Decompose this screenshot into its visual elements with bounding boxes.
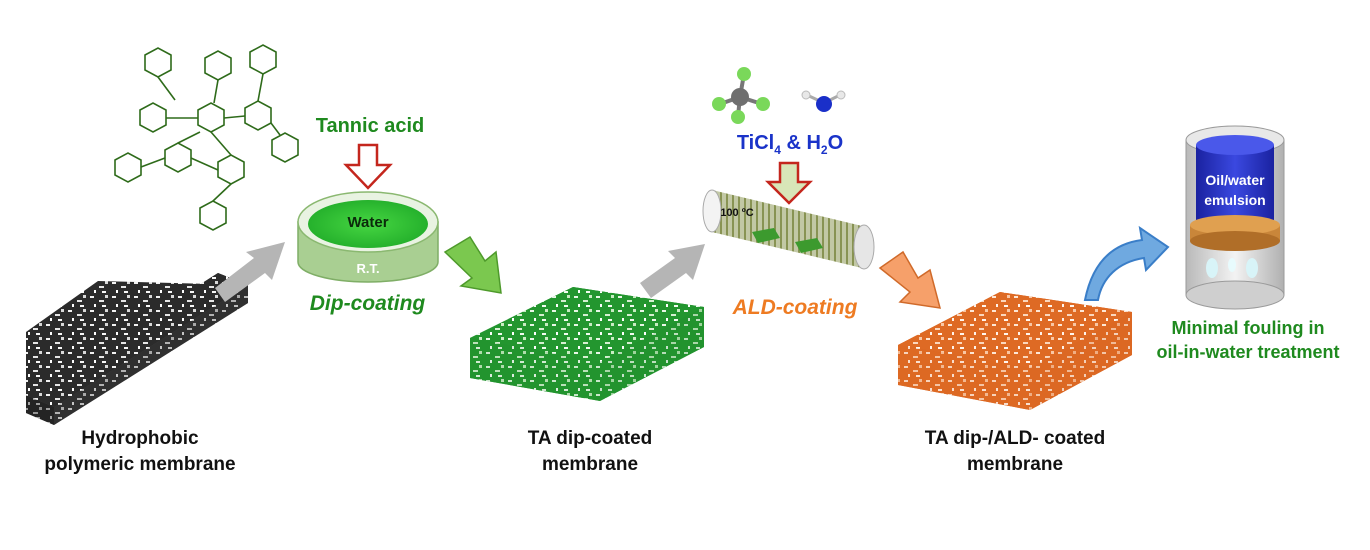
result-caption: Minimal fouling in oil-in-water treatmen… bbox=[1156, 318, 1340, 362]
feed-emulsion-label: Oil/water emulsion bbox=[1204, 172, 1266, 208]
filtration-test-cell bbox=[1185, 125, 1285, 310]
caption-pristine-membrane: Hydrophobic polymeric membrane bbox=[44, 428, 236, 475]
caption-ald-coated-membrane: TA dip-/ALD- coated membrane bbox=[924, 428, 1106, 475]
tannic-acid-structure-icon bbox=[114, 44, 299, 231]
bath-liquid-label: Water bbox=[347, 214, 389, 231]
reactor-temperature-label: 100 ºC bbox=[720, 207, 754, 219]
arrow-to-ald-reactor bbox=[640, 244, 705, 298]
curved-arrow-to-test bbox=[1083, 225, 1170, 301]
hydrophobic-membrane bbox=[26, 273, 248, 425]
arrow-to-dip-coating bbox=[215, 242, 285, 302]
red-down-arrow-ald bbox=[764, 161, 814, 205]
bath-temperature-label: R.T. bbox=[356, 261, 380, 276]
step-dip-coating: Dip-coating bbox=[309, 292, 426, 315]
dip-coating-bath bbox=[297, 191, 439, 283]
step-ald-coating: ALD-coating bbox=[732, 296, 858, 319]
reagent-tannic-acid: Tannic acid bbox=[315, 115, 425, 137]
ta-coated-membrane bbox=[470, 287, 704, 401]
ald-coated-membrane bbox=[898, 292, 1132, 410]
caption-ta-coated-membrane: TA dip-coated membrane bbox=[527, 428, 653, 475]
water-molecule-icon bbox=[801, 90, 846, 112]
reagent-ald-precursors: TiCl4 & H2O bbox=[736, 132, 844, 157]
red-down-arrow-ta bbox=[343, 143, 393, 190]
ald-reactor bbox=[702, 189, 875, 270]
ticl4-molecule-icon bbox=[712, 67, 770, 124]
arrow-to-ta-membrane bbox=[443, 235, 502, 294]
arrow-to-ald-membrane bbox=[878, 250, 942, 309]
